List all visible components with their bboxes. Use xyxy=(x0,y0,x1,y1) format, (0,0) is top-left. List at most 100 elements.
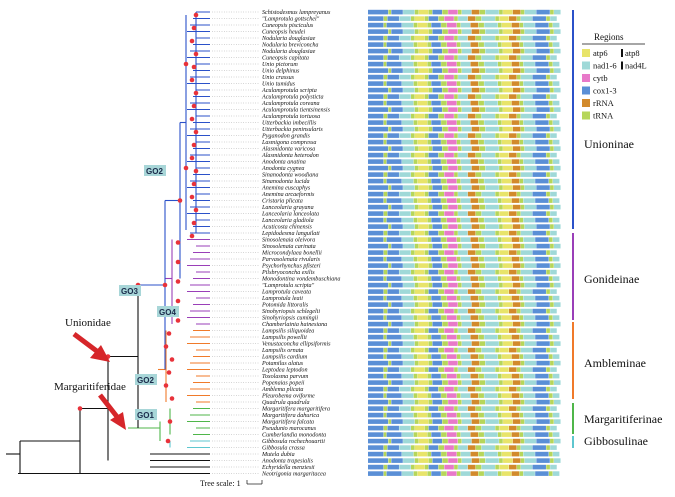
gene-segment xyxy=(438,406,445,411)
gene-segment xyxy=(470,217,479,223)
gene-segment xyxy=(550,360,554,366)
gene-segment xyxy=(499,204,503,210)
gene-segment xyxy=(499,133,509,138)
gene-order-row xyxy=(368,464,557,470)
gene-segment xyxy=(454,35,458,41)
gene-segment xyxy=(442,341,448,346)
gene-segment xyxy=(432,48,442,54)
gene-segment xyxy=(368,9,389,15)
gene-segment xyxy=(414,172,425,177)
gene-segment xyxy=(418,48,429,54)
gene-segment xyxy=(428,341,433,346)
gene-segment xyxy=(411,289,415,294)
gene-segment xyxy=(554,204,561,210)
gene-segment xyxy=(461,48,472,54)
gene-segment xyxy=(503,48,513,54)
legend-swatch xyxy=(582,61,590,70)
gene-segment xyxy=(428,204,433,210)
gene-segment xyxy=(431,373,441,379)
gene-segment xyxy=(386,256,402,262)
gene-segment xyxy=(471,458,480,463)
gene-segment xyxy=(417,217,428,223)
gene-order-row xyxy=(368,55,557,60)
gene-segment xyxy=(461,126,472,132)
support-node xyxy=(189,233,195,239)
gene-segment xyxy=(512,9,521,15)
unionidae-arrow xyxy=(72,332,110,362)
gene-segment xyxy=(458,308,468,314)
gene-segment xyxy=(391,321,403,327)
gene-segment xyxy=(438,289,445,294)
gene-segment xyxy=(503,399,513,405)
gene-segment xyxy=(520,224,525,229)
gene-segment xyxy=(383,113,388,119)
gene-segment xyxy=(503,126,513,132)
gene-segment xyxy=(448,9,458,15)
gene-segment xyxy=(499,419,503,424)
gene-segment xyxy=(467,35,476,41)
gene-segment xyxy=(467,386,476,392)
gene-segment xyxy=(554,399,561,405)
gene-segment xyxy=(457,107,462,112)
gene-segment xyxy=(512,224,521,229)
gene-segment xyxy=(428,185,433,190)
gene-segment xyxy=(479,165,486,171)
gene-segment xyxy=(442,243,448,249)
gene-segment xyxy=(386,198,402,203)
gene-segment xyxy=(509,74,517,80)
gene-segment xyxy=(481,191,496,197)
legend-label-secondary: nad4L xyxy=(625,61,647,71)
gene-segment xyxy=(391,302,403,307)
gene-segment xyxy=(446,237,457,242)
gene-order-row xyxy=(368,152,557,158)
gene-segment xyxy=(499,152,509,158)
gene-segment xyxy=(523,451,535,457)
gene-segment xyxy=(424,406,429,411)
gene-segment xyxy=(414,308,425,314)
gene-segment xyxy=(520,438,525,444)
gene-segment xyxy=(484,120,498,125)
gene-order-row xyxy=(368,217,560,223)
gene-segment xyxy=(475,191,482,197)
gene-segment xyxy=(554,263,561,268)
gene-segment xyxy=(499,399,503,405)
gene-segment xyxy=(427,451,432,457)
gene-segment xyxy=(427,432,432,437)
gene-segment xyxy=(535,393,549,398)
gene-segment xyxy=(388,282,392,288)
gene-segment xyxy=(383,432,387,437)
gene-segment xyxy=(512,438,521,444)
gene-order-row xyxy=(368,94,557,99)
gene-segment xyxy=(454,308,458,314)
gene-segment xyxy=(438,172,445,177)
gene-segment xyxy=(391,399,403,405)
gene-segment xyxy=(461,458,472,463)
gene-segment xyxy=(386,276,402,281)
gene-segment xyxy=(458,113,468,119)
svg-text:GO2: GO2 xyxy=(146,167,163,176)
gene-segment xyxy=(523,373,535,379)
gene-segment xyxy=(386,61,402,67)
gene-segment xyxy=(442,9,448,15)
gene-segment xyxy=(520,230,533,236)
gene-segment xyxy=(552,42,560,47)
gene-segment xyxy=(548,120,553,125)
gene-segment xyxy=(509,425,517,431)
gene-segment xyxy=(503,380,513,385)
support-node xyxy=(183,61,189,67)
gene-segment xyxy=(523,471,535,476)
gene-segment xyxy=(485,380,499,385)
gene-segment xyxy=(481,308,496,314)
taxon-label: Unio tumidus xyxy=(262,82,296,88)
gene-segment xyxy=(495,347,499,353)
gene-segment xyxy=(411,308,415,314)
gene-segment xyxy=(519,451,524,457)
gene-segment xyxy=(448,438,458,444)
gene-segment xyxy=(479,48,486,54)
gene-segment xyxy=(532,55,546,60)
gene-segment xyxy=(475,35,482,41)
gene-segment xyxy=(388,29,392,34)
gene-segment xyxy=(428,321,433,327)
taxon-label: Neotrigonia margaritacea xyxy=(261,472,326,478)
gene-segment xyxy=(548,276,553,281)
